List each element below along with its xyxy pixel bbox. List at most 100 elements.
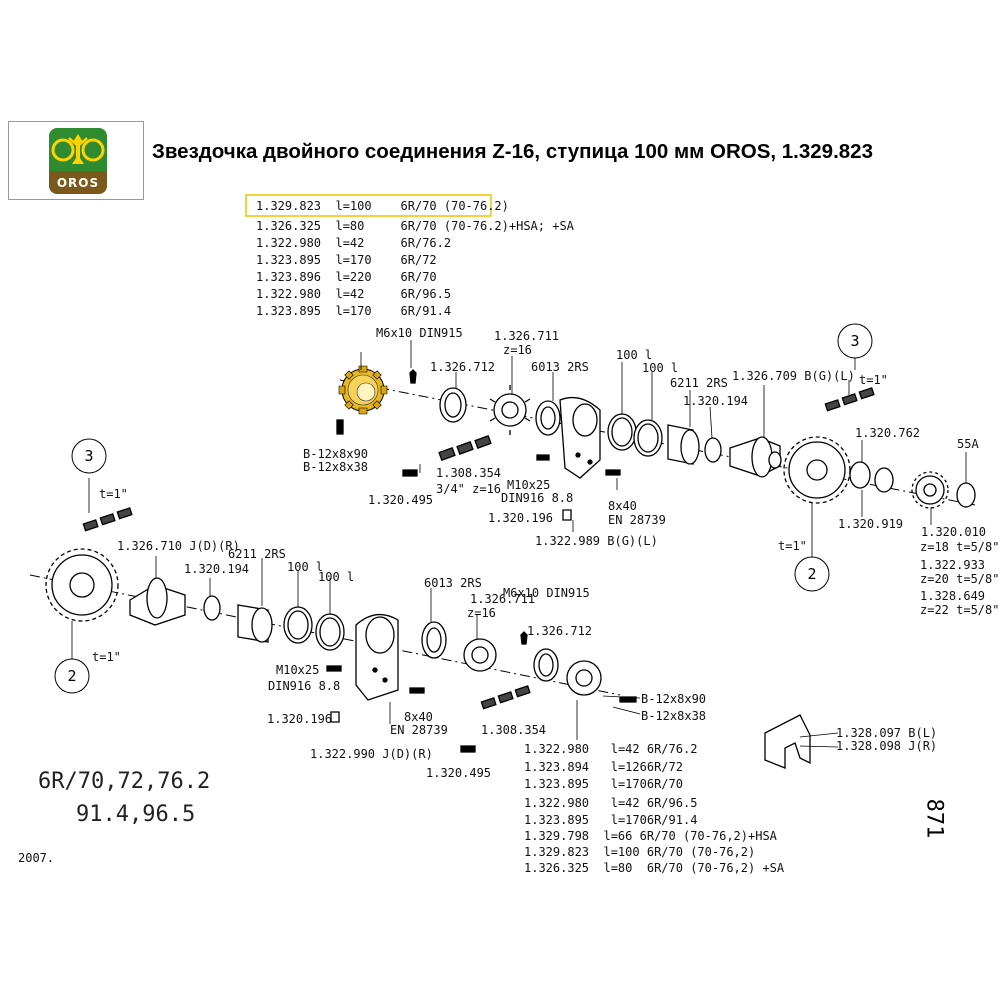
label-1326711-bottom: 1.326.711	[470, 592, 536, 606]
small-sprocket-right-icon	[912, 472, 948, 508]
table-row: 1.322.980 l=42 6R/76.2	[524, 742, 698, 756]
label-t1-left-top: t=1"	[99, 487, 128, 501]
label-1320010: 1.320.010	[921, 525, 987, 539]
hub-bottom-icon	[130, 578, 185, 625]
label-t1-center: t=1"	[778, 539, 807, 553]
callout-3-left	[72, 439, 106, 473]
table-row: 1.323.896 l=220 6R/70	[256, 270, 437, 284]
label-z16-top: z=16	[503, 343, 532, 357]
table-row: 1.329.823 l=100 6R/70 (70-76.2)	[256, 199, 509, 213]
label-1320762: 1.320.762	[855, 426, 921, 440]
stud-bottom-icon	[327, 666, 341, 671]
ring-1320919-icon	[850, 462, 870, 488]
label-6211-top: 6211 2RS	[670, 376, 728, 390]
table-row: 1.326.325 l=80 6R/70 (70-76.2)+HSA; +SA	[256, 219, 574, 233]
nut-bottom-icon	[331, 712, 339, 722]
table-row: 1.329.823 l=100 6R/70 (70-76,2)	[524, 845, 756, 859]
label-1326709: 1.326.709 B(G)(L)	[732, 369, 855, 383]
label-1320194-top: 1.320.194	[683, 394, 749, 408]
label-1320194-bottom: 1.320.194	[184, 562, 250, 576]
callout-2-left-text: 2	[67, 667, 77, 685]
label-en28739-top: EN 28739	[608, 513, 666, 527]
label-100l-d: 100 l	[318, 570, 355, 584]
page-number: 871	[921, 798, 947, 839]
label-1320196-bottom: 1.320.196	[267, 712, 333, 726]
table-row: 1.323.895 l=1706R/91.4	[524, 813, 698, 827]
callout-2-right-text: 2	[807, 565, 817, 583]
label-pin-8x40-top: 8x40	[608, 499, 637, 513]
logo-frame: OROS	[8, 121, 144, 200]
large-sprocket-top-icon	[784, 437, 850, 503]
label-z20: z=20 t=5/8"	[920, 572, 1000, 586]
label-t1-left-bottom: t=1"	[92, 650, 121, 664]
circlip-top-icon	[705, 438, 721, 462]
label-m10-bottom: M10x25	[276, 663, 320, 677]
callout-3-right	[838, 324, 872, 358]
logo-wordmark: OROS	[49, 171, 107, 194]
label-1326710: 1.326.710 J(D)(R)	[117, 539, 240, 553]
logo-text: OROS	[56, 175, 100, 190]
bearing-housing-top-icon	[560, 398, 600, 478]
label-6013-top: 6013 2RS	[531, 360, 589, 374]
label-1326711-top: 1.326.711	[494, 329, 560, 343]
label-1326712-top: 1.326.712	[430, 360, 496, 374]
key-top-icon	[337, 420, 343, 434]
callout-3-right-text: 3	[850, 332, 860, 350]
callout-3-left-text: 3	[84, 447, 94, 465]
stud-top-icon	[537, 455, 549, 460]
hub-top-icon	[730, 437, 781, 477]
label-z16-bottom: z=16	[467, 606, 496, 620]
year-label: 2007.	[18, 851, 55, 865]
chain-left-icon	[83, 508, 132, 531]
label-m10-top: M10x25	[507, 478, 551, 492]
table-row: 1.323.894 l=1266R/72	[524, 760, 683, 774]
label-1320495-bottom: 1.320.495	[426, 766, 492, 780]
label-pin-8x40-bottom: 8x40	[404, 710, 433, 724]
range-line-2: 91.4,96.5	[76, 802, 196, 827]
label-100l-c: 100 l	[287, 560, 324, 574]
label-key-b1: B-12x8x90	[303, 447, 369, 461]
sprocket-bottom-right-icon	[567, 661, 601, 695]
pin-bottom-icon	[410, 688, 424, 693]
label-en28739-bottom: EN 28739	[390, 723, 448, 737]
label-1308354-bottom: 1.308.354	[481, 723, 547, 737]
dowel-top-icon	[403, 470, 417, 476]
dowel-bottom-icon	[461, 746, 475, 752]
table-row: 1.323.895 l=1706R/70	[524, 777, 683, 791]
oros-logo: OROS	[49, 128, 107, 194]
label-1322990: 1.322.990 J(D)(R)	[310, 747, 433, 761]
label-m6-bottom: M6x10 DIN915	[503, 586, 590, 600]
label-key-b3: B-12x8x90	[641, 692, 707, 706]
label-1322989: 1.322.989 B(G)(L)	[535, 534, 658, 548]
bearing-6211-bottom-icon	[238, 605, 272, 642]
label-z22: z=22 t=5/8"	[920, 603, 1000, 617]
table-row: 1.322.980 l=42 6R/76.2	[256, 236, 452, 250]
bracket-icon	[765, 715, 810, 768]
label-100l-a: 100 l	[616, 348, 653, 362]
callout-2-right	[795, 557, 829, 591]
table-row: 1.323.895 l=170 6R/72	[256, 253, 437, 267]
small-sprocket-bottom-icon	[464, 639, 496, 671]
table-row: 1.326.325 l=80 6R/70 (70-76,2) +SA	[524, 861, 785, 875]
table-row: 1.322.980 l=42 6R/96.5	[256, 287, 452, 301]
label-100l-b: 100 l	[642, 361, 679, 375]
table-row: 1.322.980 l=42 6R/96.5	[524, 796, 698, 810]
label-55a: 55A	[957, 437, 979, 451]
circlip-55a-icon	[957, 483, 975, 507]
highlight-box	[245, 194, 492, 217]
table-row: 1.329.798 l=66 6R/70 (70-76,2)+HSA	[524, 829, 777, 843]
label-din916-bottom: DIN916 8.8	[268, 679, 341, 693]
label-1326712-bottom: 1.326.712	[527, 624, 593, 638]
nut-top-icon	[563, 510, 571, 520]
label-1320919: 1.320.919	[838, 517, 904, 531]
small-sprocket-top-icon	[490, 385, 530, 435]
callout-2-left	[55, 659, 89, 693]
label-t1-top-right: t=1"	[859, 373, 888, 387]
label-6211-bottom: 6211 2RS	[228, 547, 286, 561]
label-key-b4: B-12x8x38	[641, 709, 707, 723]
label-m6-top: M6x10 DIN915	[376, 326, 463, 340]
label-1328098: 1.328.098 J(R)	[836, 739, 938, 753]
page-title: Звездочка двойного соединения Z-16, ступ…	[152, 140, 873, 163]
